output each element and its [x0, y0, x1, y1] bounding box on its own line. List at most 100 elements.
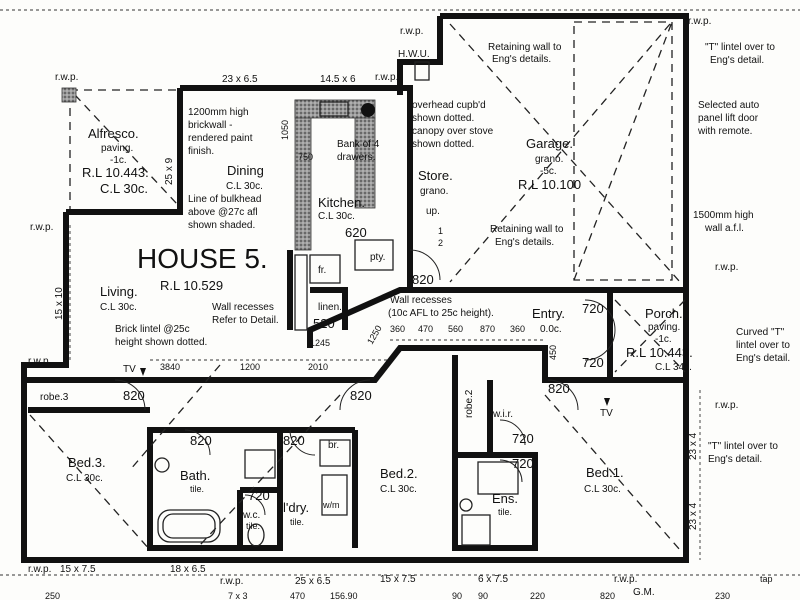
- dim-720-porch: 720: [582, 355, 604, 370]
- alfresco-name: Alfresco.: [88, 126, 139, 141]
- laundry-walls: [280, 427, 358, 548]
- rwp-label-1: r.w.p.: [400, 26, 423, 37]
- rwp-label-3: r.w.p.: [55, 72, 78, 83]
- retaining-note-1a: Retaining wall to: [488, 42, 562, 53]
- dim-23x4b: 23 x 4: [688, 502, 699, 530]
- door-bed2: [339, 379, 371, 411]
- dim-145x6: 14.5 x 6: [320, 74, 356, 85]
- dim-2010: 2010: [308, 362, 328, 372]
- dim-1050: 1050: [280, 120, 290, 140]
- porch-cl: -1c.: [655, 334, 672, 345]
- dining-name: Dining: [227, 163, 264, 178]
- bricklintel-note-b: height shown dotted.: [115, 337, 207, 348]
- retaining-note-2b: Eng's details.: [495, 237, 554, 248]
- rwp-label-10: r.w.p.: [220, 576, 243, 587]
- linen-name: linen.: [318, 302, 342, 313]
- living-rl: R.L 10.529: [160, 278, 223, 293]
- overhead-note-c: canopy over stove: [412, 126, 494, 137]
- hwu-unit: [414, 61, 430, 81]
- dim-6x75: 6 x 7.5: [478, 574, 508, 585]
- porch-diag-2: [614, 299, 686, 373]
- dining-top-wall: [180, 85, 413, 200]
- dining-cl: C.L 30c.: [226, 181, 263, 192]
- bed2-name: Bed.2.: [380, 466, 418, 481]
- highwall-note-a: 1500mm high: [693, 210, 754, 221]
- alfresco-finish: paving.: [101, 143, 133, 154]
- dim-bottom-470: 470: [290, 591, 305, 600]
- tlintel-note-2b: Eng's detail.: [708, 454, 762, 465]
- tv-marker-bed1: [604, 398, 610, 406]
- curved-note-a: Curved "T": [736, 327, 785, 338]
- dim-620-kitchen: 620: [345, 225, 367, 240]
- kitchen-bench: [294, 254, 308, 331]
- stove-icon: [361, 103, 375, 117]
- rwp-label-6: r.w.p.: [715, 262, 738, 273]
- bed1-cl: C.L 30c.: [584, 484, 621, 495]
- door-ldry: [289, 429, 316, 456]
- dim-bottom-230: 230: [715, 591, 730, 600]
- dim-23x65: 23 x 6.5: [222, 74, 258, 85]
- dim-720-ens: 720: [512, 456, 534, 471]
- brickwall-note-a: 1200mm high: [188, 107, 249, 118]
- dim-bottom-90a: 90: [452, 591, 462, 600]
- bath-name: Bath.: [180, 468, 210, 483]
- rwp-alfresco: [61, 87, 77, 103]
- living-diag: [129, 364, 221, 471]
- door-wir: [499, 419, 526, 446]
- dim-450: 450: [548, 345, 558, 360]
- bulkhead-note-a: Line of bulkhead: [188, 194, 261, 205]
- bed2-cl: C.L 30c.: [380, 484, 417, 495]
- retaining-note-1b: Eng's details.: [492, 54, 551, 65]
- plan-title: HOUSE 5.: [137, 243, 268, 274]
- garage-door-diag: [573, 21, 673, 281]
- dim-bottom-220: 220: [530, 591, 545, 600]
- shower: [244, 449, 276, 479]
- alfresco-diag: [74, 94, 179, 206]
- door-entry: [584, 299, 616, 361]
- robe2-name: robe.2: [464, 389, 475, 418]
- dim-470: 470: [418, 324, 433, 334]
- dim-720-entry: 720: [582, 301, 604, 316]
- living-cl: C.L 30c.: [100, 302, 137, 313]
- wc-walls: [237, 487, 280, 548]
- bulkhead-hatch-top: [294, 99, 376, 119]
- fridge-name: fr.: [318, 265, 326, 276]
- sink: [319, 101, 349, 117]
- dim-560: 560: [448, 324, 463, 334]
- bricklintel-note-a: Brick lintel @25c: [115, 324, 190, 335]
- rwp-label-5: r.w.p.: [30, 222, 53, 233]
- door-bath: [184, 429, 211, 456]
- brickwall-note-c: rendered paint: [188, 133, 253, 144]
- rwp-label-11: r.w.p.: [614, 574, 637, 585]
- dim-750: 750: [298, 152, 313, 162]
- ldry-finish: tile.: [290, 517, 304, 527]
- hwu-label: H.W.U.: [398, 49, 430, 60]
- dim-1250: 1250: [365, 324, 384, 346]
- dim-820-ldry: 820: [283, 433, 305, 448]
- dim-25x65: 25 x 6.5: [295, 576, 331, 587]
- ens-finish: tile.: [498, 507, 512, 517]
- ldry-name: l'dry.: [283, 500, 309, 515]
- bed3-diag: [29, 414, 151, 551]
- dim-720-wir: 720: [512, 431, 534, 446]
- tlintel-note-1a: "T" lintel over to: [705, 42, 775, 53]
- tv-marker-living: [140, 368, 146, 376]
- bulkhead-note-b: above @27c afl: [188, 207, 258, 218]
- laundry-tub: [321, 474, 348, 516]
- dim-720-wc: 720: [248, 488, 270, 503]
- bedroom-top-wall: [24, 345, 686, 383]
- dim-bottom-250: 250: [45, 591, 60, 600]
- bathtub: [157, 509, 221, 543]
- door-bed1: [547, 379, 579, 411]
- wc-name: w.c.: [242, 510, 260, 521]
- dim-15x75a: 15 x 7.5: [60, 564, 96, 575]
- dim-bottom-7x3: 7 x 3: [228, 591, 248, 600]
- overhead-note-a: overhead cupb'd: [412, 100, 486, 111]
- door-store: [409, 249, 441, 281]
- br-name: br.: [328, 440, 339, 451]
- bed1-name: Bed.1.: [586, 465, 624, 480]
- garage-name: Garage.: [526, 136, 573, 151]
- dim-820-store: 820: [412, 272, 434, 287]
